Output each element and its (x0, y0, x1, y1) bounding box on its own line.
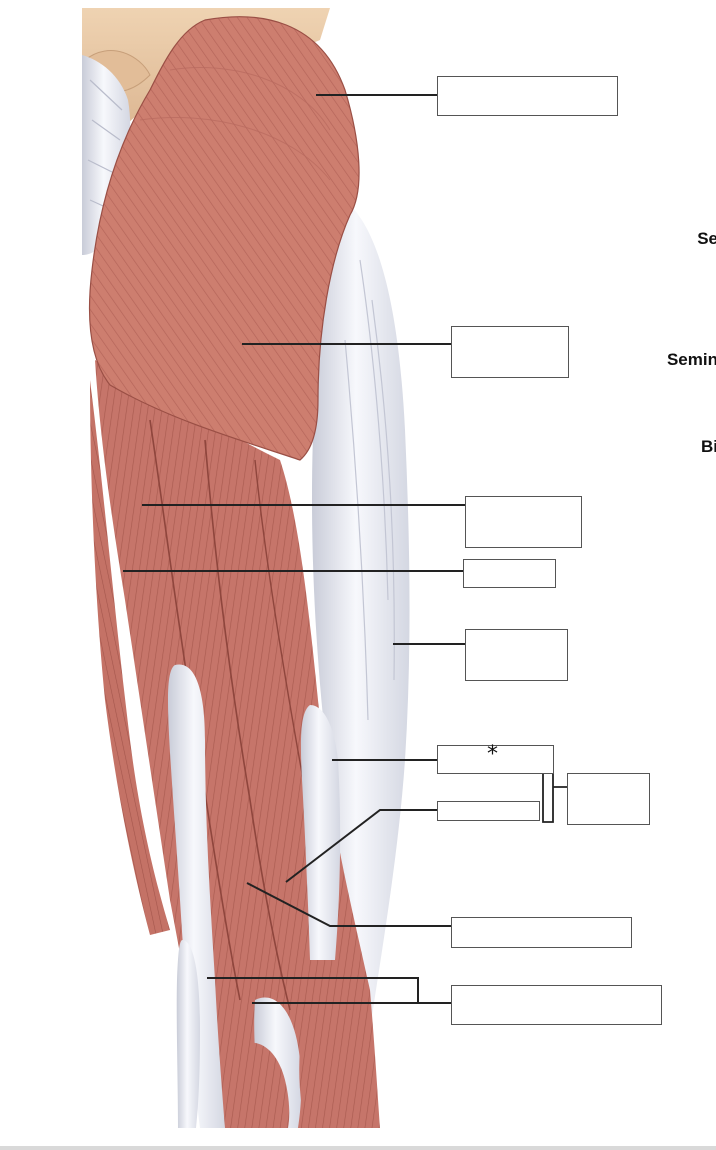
bottom-divider (0, 1146, 716, 1150)
asterisk-marker: * (487, 742, 498, 767)
label-box-semitendinosus[interactable] (451, 917, 632, 948)
label-box-biceps-long-head[interactable] (437, 745, 554, 774)
label-box-iliotibial-tract[interactable] (465, 629, 568, 681)
leader-lines (123, 94, 568, 1004)
side-label-se: Se (697, 229, 716, 248)
leader-line-biceps-short (285, 809, 438, 883)
label-box-biceps-group[interactable] (567, 773, 650, 825)
label-box-gracilis[interactable] (463, 559, 556, 588)
gluteus-maximus-illustration (88, 16, 360, 461)
leader-line-semitendinosus (246, 882, 452, 927)
side-label-semin: Semin (666, 350, 716, 369)
label-box-biceps-short-head[interactable] (437, 801, 540, 821)
label-box-gluteus-maximus[interactable] (437, 76, 618, 116)
label-box-adductor[interactable] (465, 496, 582, 548)
adductor-illustration (90, 380, 170, 935)
label-box-semimembranosus[interactable] (451, 985, 662, 1025)
leader-line-semimembranosus (207, 977, 452, 1004)
lower-tendons-illustration (168, 664, 375, 1128)
label-box-gluteus-lower[interactable] (451, 326, 569, 378)
side-label-bi: Bi (701, 437, 716, 456)
